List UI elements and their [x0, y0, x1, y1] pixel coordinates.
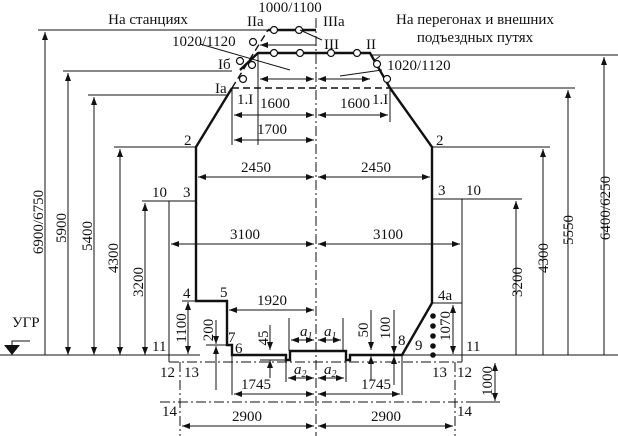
- svg-text:4: 4: [183, 286, 191, 302]
- width-dimensions: 1000/1100 1600 1600 1700 2450 2450 3100 …: [171, 0, 460, 429]
- svg-text:11: 11: [152, 339, 166, 355]
- svg-text:IIa: IIa: [247, 14, 264, 30]
- svg-text:Iб: Iб: [218, 57, 231, 73]
- point-labels: IIa IIIa III II Iб Ia 1.I 1.I 2 2 3 3 10…: [152, 14, 481, 420]
- line-III: [239, 51, 392, 89]
- svg-text:8: 8: [398, 333, 406, 349]
- svg-text:II: II: [366, 37, 376, 53]
- svg-text:4a: 4a: [438, 288, 453, 304]
- height-5550: 5550: [561, 215, 577, 245]
- height-6400-6250: 6400/6250: [598, 176, 614, 240]
- caption-stations: На станциях: [108, 12, 188, 28]
- width-a1-left: a1: [300, 324, 313, 342]
- svg-text:13: 13: [184, 365, 199, 381]
- svg-text:3: 3: [438, 183, 446, 199]
- width-3100-right: 3100: [373, 227, 403, 243]
- width-3100-left: 3100: [230, 227, 260, 243]
- height-100: 100: [378, 317, 394, 340]
- width-a2-left: a2: [294, 362, 307, 380]
- gauge-outline: [194, 87, 434, 362]
- svg-text:Ia: Ia: [215, 81, 227, 97]
- height-200: 200: [201, 319, 217, 342]
- width-a2-right: a2: [324, 362, 337, 380]
- svg-text:III: III: [324, 37, 339, 53]
- svg-text:12: 12: [457, 365, 472, 381]
- svg-text:13: 13: [432, 365, 447, 381]
- height-1070: 1070: [438, 311, 454, 341]
- svg-text:2: 2: [184, 133, 192, 149]
- svg-text:14: 14: [457, 404, 473, 420]
- svg-text:10: 10: [466, 183, 481, 199]
- width-1000-1100: 1000/1100: [258, 0, 322, 16]
- svg-text:7: 7: [228, 330, 236, 346]
- caption-hauls-line2: подъездных путях: [417, 30, 534, 46]
- contact-points: [235, 25, 392, 84]
- left-height-dimensions: 6900/6750 5900 5400 4300 3200 1100 200 4…: [31, 29, 286, 390]
- caption-ground-level: УГР: [12, 315, 40, 331]
- svg-text:5: 5: [220, 285, 228, 301]
- svg-text:1.I: 1.I: [237, 92, 253, 108]
- height-45: 45: [256, 331, 272, 346]
- height-4300: 4300: [106, 243, 122, 273]
- width-1920: 1920: [257, 293, 287, 309]
- height-3200: 3200: [131, 267, 147, 297]
- dots-4a-9: [430, 313, 436, 358]
- label-1020-1120-right: 1020/1120: [387, 58, 451, 74]
- width-1600-left: 1600: [260, 96, 290, 112]
- height-1100: 1100: [174, 313, 190, 342]
- svg-text:6: 6: [235, 341, 243, 357]
- width-1745-left: 1745: [241, 377, 271, 393]
- height-1000: 1000: [480, 366, 496, 396]
- ground-symbol-icon: [4, 340, 30, 355]
- height-6900-6750: 6900/6750: [31, 190, 47, 254]
- height-3200: 3200: [510, 267, 526, 297]
- svg-text:3: 3: [183, 185, 191, 201]
- svg-text:11: 11: [466, 339, 480, 355]
- svg-text:10: 10: [152, 185, 167, 201]
- height-5900: 5900: [54, 213, 70, 243]
- svg-text:14: 14: [162, 404, 178, 420]
- svg-text:12: 12: [160, 365, 175, 381]
- width-2900-right: 2900: [371, 409, 401, 425]
- label-1020-1120-left: 1020/1120: [172, 34, 236, 50]
- caption-hauls-line1: На перегонах и внешних: [396, 12, 554, 28]
- height-50: 50: [356, 323, 372, 338]
- svg-text:1.I: 1.I: [372, 92, 388, 108]
- width-a1-right: a1: [324, 324, 337, 342]
- svg-text:2: 2: [436, 133, 444, 149]
- height-5400: 5400: [80, 221, 96, 251]
- width-1745-right: 1745: [361, 377, 391, 393]
- height-4300: 4300: [536, 243, 552, 273]
- right-height-dimensions: 6400/6250 5550 4300 3200 1070 1000 100 5…: [356, 54, 618, 403]
- width-1700: 1700: [257, 122, 287, 138]
- width-2450-right: 2450: [361, 160, 391, 176]
- width-2450-left: 2450: [241, 160, 271, 176]
- svg-text:9: 9: [415, 338, 423, 354]
- width-2900-left: 2900: [232, 409, 262, 425]
- width-1600-right: 1600: [340, 96, 370, 112]
- svg-text:IIIa: IIIa: [323, 14, 345, 30]
